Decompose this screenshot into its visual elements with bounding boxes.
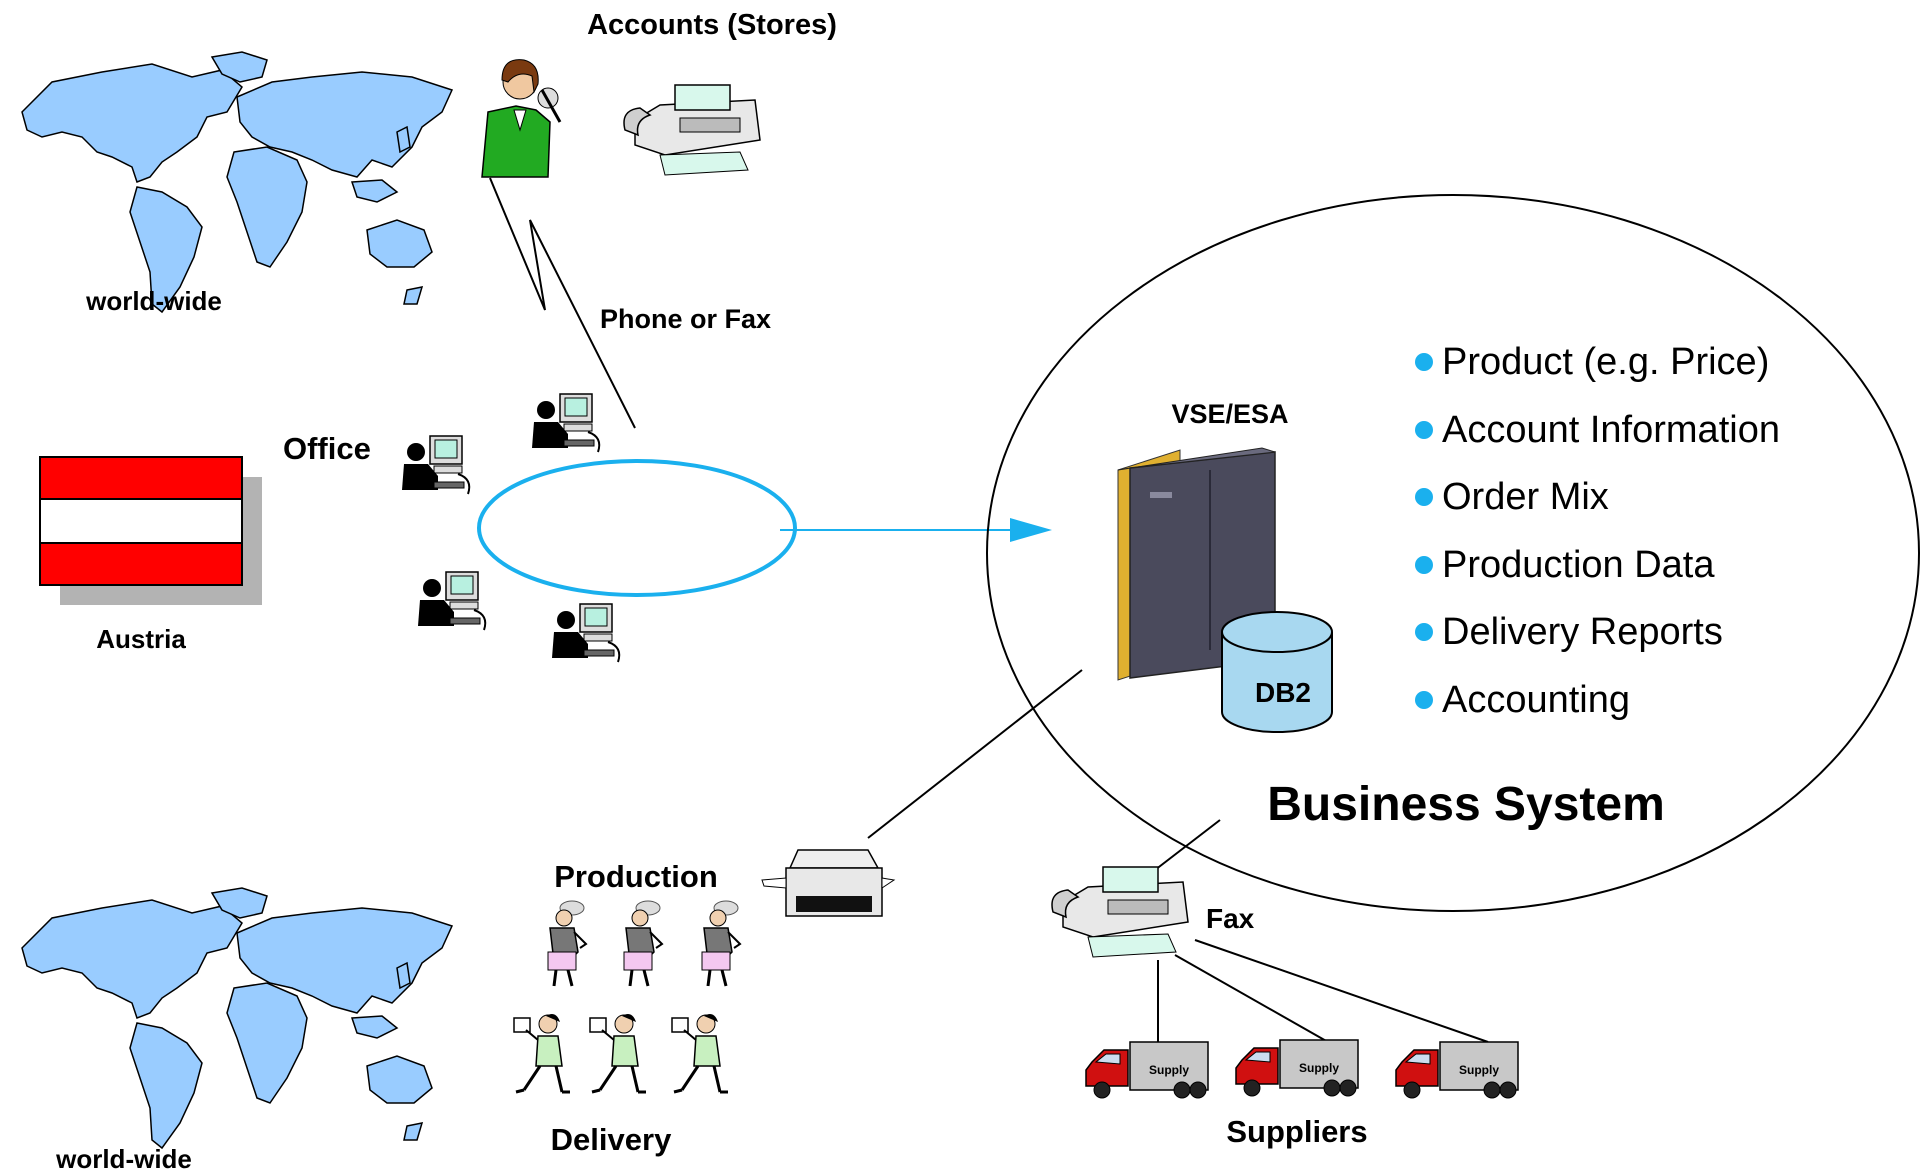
production-label: Production	[554, 859, 718, 894]
list-bullet	[1415, 623, 1433, 641]
world-map-icon	[21, 51, 453, 313]
production-worker-icon	[700, 899, 742, 988]
list-bullet	[1415, 488, 1433, 506]
truck-label: Supply	[1459, 1063, 1499, 1077]
printer-icon	[761, 849, 896, 917]
delivery-worker-icon	[512, 1012, 572, 1094]
production-worker-icon	[622, 899, 664, 988]
world-wide-top-label: world-wide	[85, 286, 222, 316]
business-system-ellipse	[986, 194, 1920, 912]
list-item: Delivery Reports	[1442, 611, 1723, 653]
suppliers-label: Suppliers	[1226, 1114, 1367, 1149]
list-item: Account Information	[1442, 409, 1780, 451]
phone-or-fax-label: Phone or Fax	[600, 304, 771, 334]
workstation-icon	[531, 393, 601, 453]
accounts-label: Accounts (Stores)	[587, 9, 837, 41]
list-bullet	[1415, 691, 1433, 709]
arrow-head-icon	[1010, 518, 1052, 542]
delivery-label: Delivery	[551, 1122, 672, 1157]
db2-label: DB2	[1255, 677, 1311, 708]
supply-truck-icon: Supply	[1395, 1041, 1519, 1099]
phone-fax-lightning-line	[489, 177, 636, 429]
list-item: Accounting	[1442, 679, 1630, 721]
business-system-title: Business System	[1267, 778, 1665, 831]
business-items-list: Product (e.g. Price) Account Information…	[1415, 341, 1780, 721]
printer-connection-line	[867, 669, 1083, 839]
delivery-worker-icon	[670, 1012, 730, 1094]
office-network-ring	[477, 459, 797, 597]
supply-truck-icon: Supply	[1235, 1039, 1359, 1097]
database-cylinder-icon	[1221, 611, 1333, 733]
truck-label: Supply	[1299, 1061, 1339, 1075]
list-bullet	[1415, 353, 1433, 371]
world-map-icon	[21, 887, 453, 1149]
workstation-icon	[551, 603, 621, 663]
workstation-icon	[417, 571, 487, 631]
vse-esa-label: VSE/ESA	[1171, 399, 1288, 429]
fax-label: Fax	[1206, 903, 1255, 934]
supplier-line-2	[1174, 954, 1329, 1043]
list-bullet	[1415, 421, 1433, 439]
office-label: Office	[283, 431, 371, 466]
list-bullet	[1415, 556, 1433, 574]
fax-connection-line	[1154, 819, 1221, 871]
world-wide-bottom-label: world-wide	[55, 1144, 192, 1174]
austria-label: Austria	[96, 624, 186, 654]
list-item: Production Data	[1442, 544, 1715, 586]
austria-flag-icon	[39, 456, 262, 605]
fax-machine-icon	[1051, 866, 1189, 958]
production-worker-icon	[546, 899, 588, 988]
fax-machine-icon	[623, 84, 761, 176]
supply-truck-icon: Supply	[1085, 1041, 1209, 1099]
supplier-line-3	[1194, 939, 1489, 1043]
workstation-icon	[401, 435, 471, 495]
delivery-worker-icon	[588, 1012, 648, 1094]
list-item: Product (e.g. Price)	[1442, 341, 1769, 383]
list-item: Order Mix	[1442, 476, 1609, 518]
operator-icon	[481, 59, 562, 178]
truck-label: Supply	[1149, 1063, 1189, 1077]
